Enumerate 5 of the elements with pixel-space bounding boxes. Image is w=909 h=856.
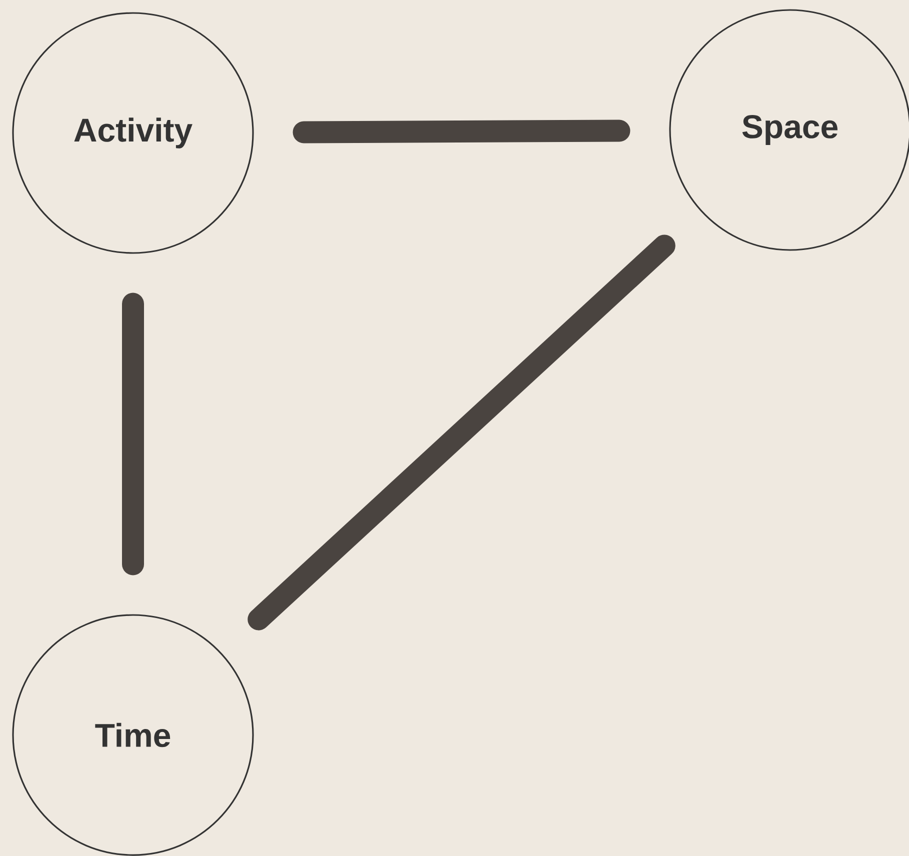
circle-node: Time [12,614,254,856]
connector-line [122,292,144,576]
connector-line [292,120,630,144]
connector-line [248,234,676,630]
circle-node: Activity [12,12,254,254]
